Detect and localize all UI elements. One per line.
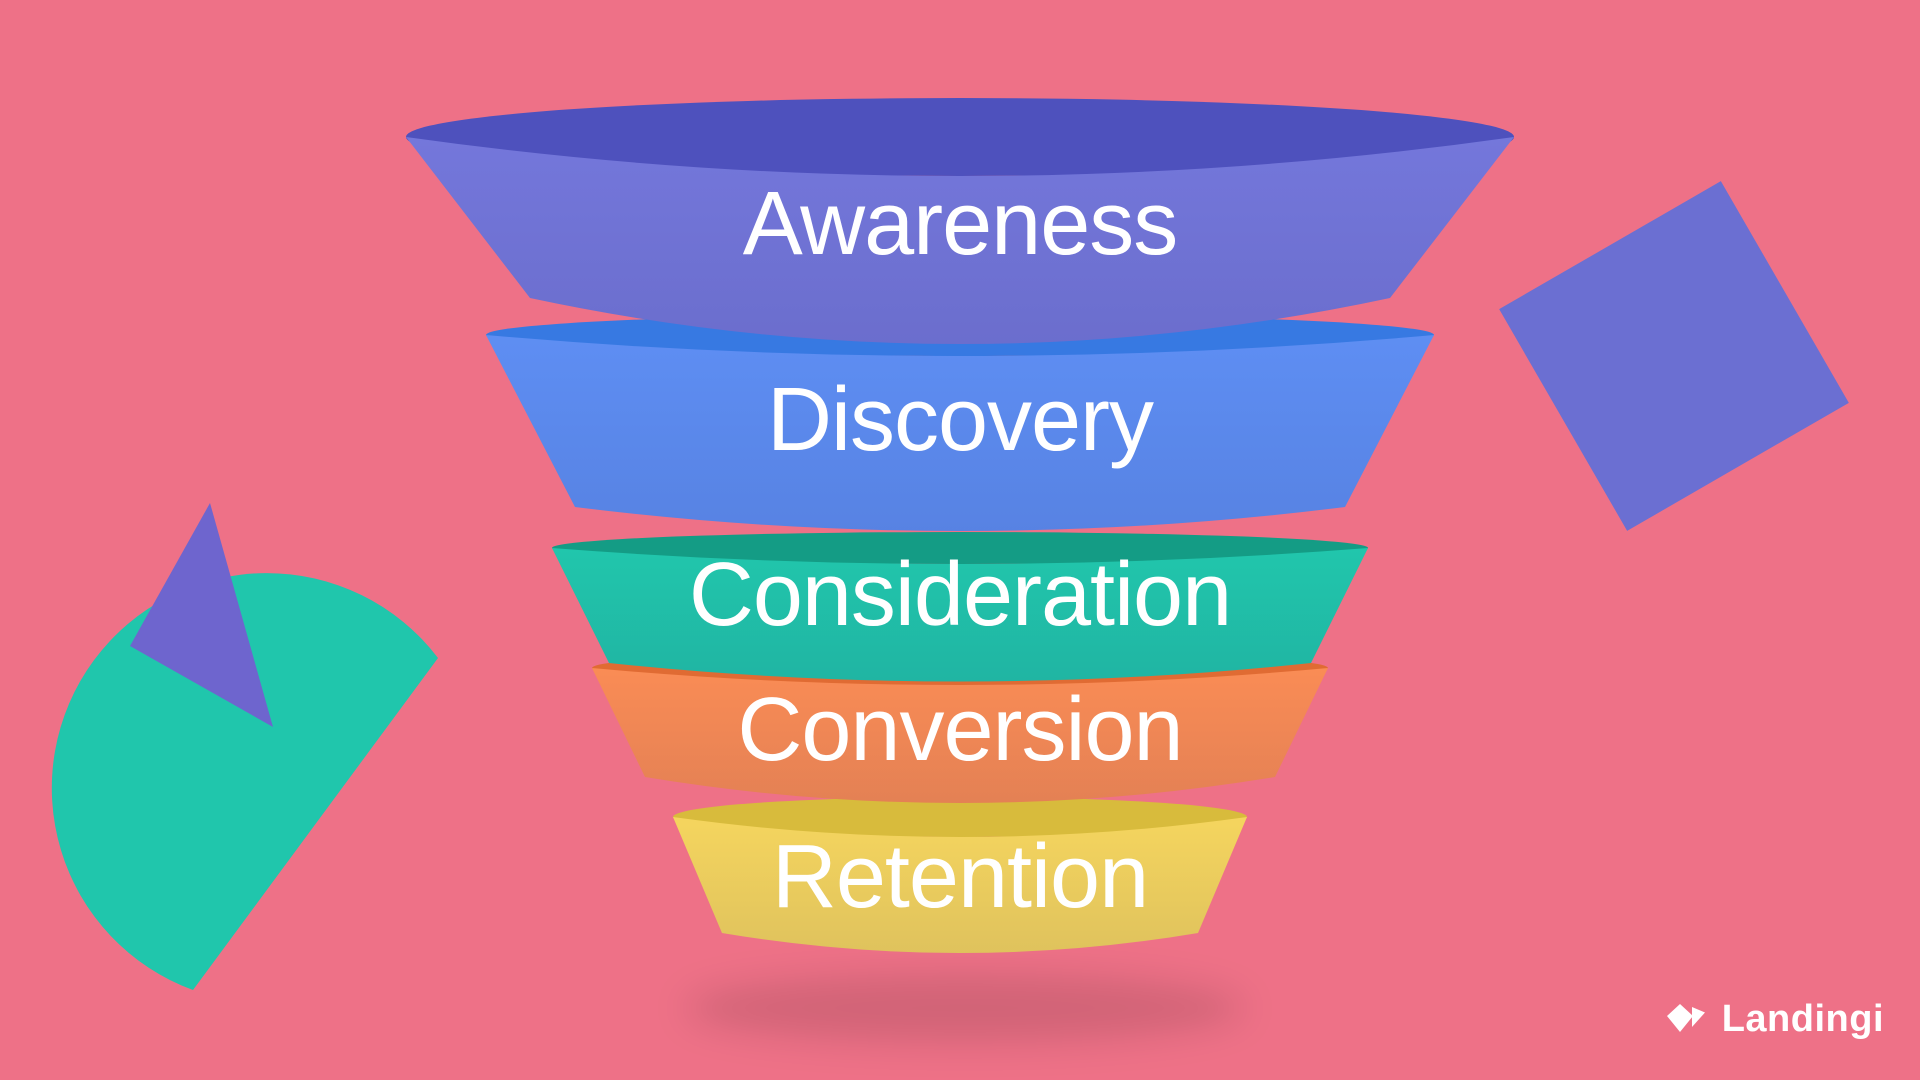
stage-awareness-lip [406, 98, 1514, 176]
funnel-shadow [685, 974, 1245, 1042]
stage-consideration [552, 532, 1368, 682]
stage-retention-lip [673, 797, 1247, 837]
landingi-logo[interactable]: Landingi [1666, 1000, 1884, 1038]
decor-triangle [130, 503, 273, 727]
stage-awareness [406, 98, 1514, 344]
stage-discovery [486, 314, 1434, 531]
landingi-logo-text: Landingi [1721, 998, 1884, 1040]
decor-rotated-square [1499, 181, 1849, 531]
stage-consideration-shading [552, 548, 1368, 682]
stage-conversion-shading [592, 668, 1328, 803]
stage-discovery-shading [486, 335, 1434, 531]
stage-retention-shading [673, 817, 1247, 953]
stage-consideration-lip [552, 532, 1368, 564]
stage-retention [673, 797, 1247, 953]
stage-awareness-shading [406, 137, 1514, 344]
landingi-heart-icon [1666, 1004, 1705, 1032]
decor-pie-sector [51, 573, 438, 990]
